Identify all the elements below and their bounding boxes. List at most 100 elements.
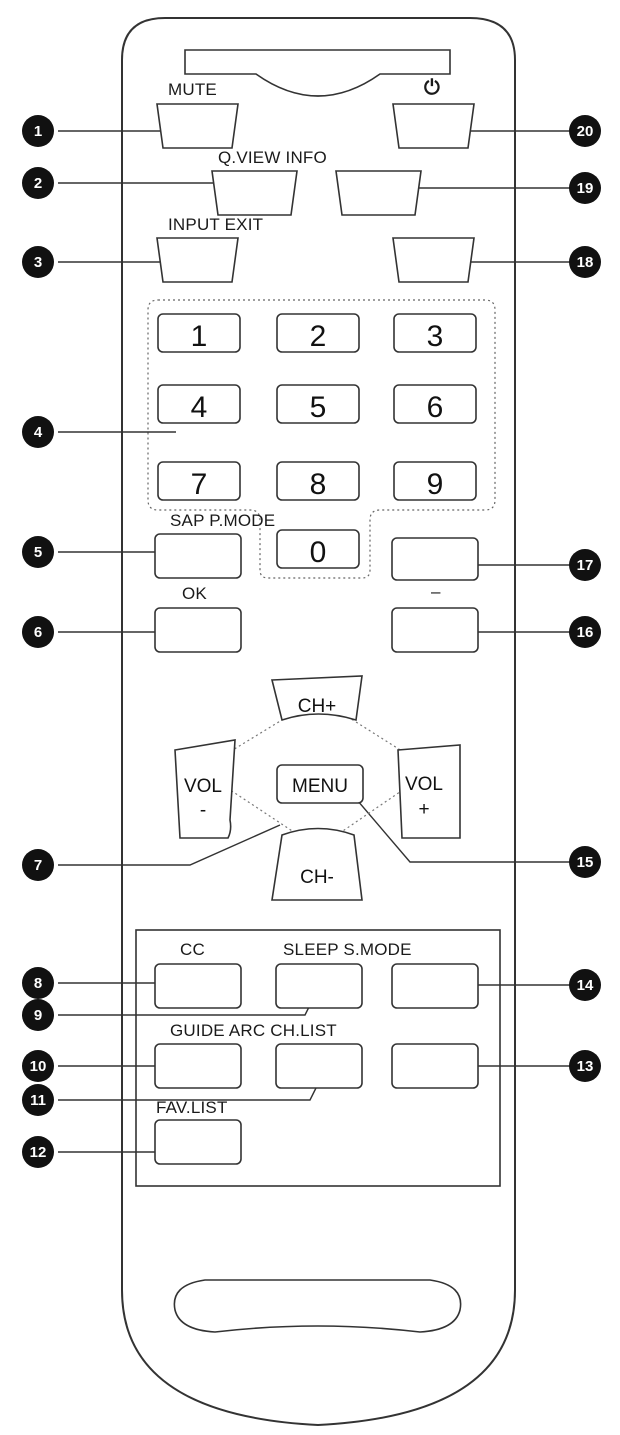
smode-button[interactable] xyxy=(391,963,479,1009)
callout-11 xyxy=(22,1084,54,1116)
guide-button[interactable] xyxy=(154,1043,242,1089)
callout-10-label: 10 xyxy=(30,1058,47,1075)
key-3-label: 3 xyxy=(427,320,444,353)
callout-5-label: 5 xyxy=(34,544,42,561)
menu-button[interactable] xyxy=(276,764,364,804)
callout-16-label: 16 xyxy=(577,624,594,641)
guide-arc-chlist-label: GUIDE ARC CH.LIST xyxy=(170,1021,337,1040)
callout-6-label: 6 xyxy=(34,624,42,641)
callout-17 xyxy=(569,549,601,581)
numpad-region xyxy=(147,299,496,579)
vol-plus-label-top: VOL xyxy=(405,774,443,795)
key-7[interactable] xyxy=(157,461,241,501)
key-0-label: 0 xyxy=(310,536,327,569)
function-region xyxy=(135,929,501,1187)
callout-5 xyxy=(22,536,54,568)
chlist-button[interactable] xyxy=(391,1043,479,1089)
callout-6 xyxy=(22,616,54,648)
key-9-label: 9 xyxy=(427,468,444,501)
key-8-label: 8 xyxy=(310,468,327,501)
callout-4-label: 4 xyxy=(34,424,43,441)
numpad xyxy=(157,313,477,569)
mute-button[interactable] xyxy=(156,103,239,149)
info-button[interactable] xyxy=(335,170,422,216)
callout-12-label: 12 xyxy=(30,1144,47,1161)
callout-15 xyxy=(569,846,601,878)
key-9[interactable] xyxy=(393,461,477,501)
key-8[interactable] xyxy=(276,461,360,501)
callout-2 xyxy=(22,167,54,199)
callout-7-label: 7 xyxy=(34,857,42,874)
qview-info-label: Q.VIEW INFO xyxy=(218,148,327,167)
ch-down-button[interactable] xyxy=(271,827,363,901)
power-button[interactable] xyxy=(392,103,475,149)
key-2-label: 2 xyxy=(310,320,327,353)
sap-pmode-label: SAP P.MODE xyxy=(170,511,276,530)
mute-label: MUTE xyxy=(168,80,217,99)
sap-button[interactable] xyxy=(154,533,242,579)
power-icon: ⏻ xyxy=(424,77,441,99)
callout-2-label: 2 xyxy=(34,175,42,192)
key-1-label: 1 xyxy=(191,320,208,353)
key-6-label: 6 xyxy=(427,391,444,424)
exit-button[interactable] xyxy=(392,237,475,283)
cc-label: CC xyxy=(180,940,205,959)
qview-button[interactable] xyxy=(211,170,298,216)
key-5-label: 5 xyxy=(310,391,327,424)
callouts-left xyxy=(22,115,54,1168)
callout-8-label: 8 xyxy=(34,975,42,992)
callout-13-label: 13 xyxy=(577,1058,594,1075)
callout-3-label: 3 xyxy=(34,254,42,271)
cc-button[interactable] xyxy=(154,963,242,1009)
callout-4 xyxy=(22,416,54,448)
key-4-label: 4 xyxy=(191,391,208,424)
callout-16 xyxy=(569,616,601,648)
bottom-grip xyxy=(173,1279,462,1333)
key-2[interactable] xyxy=(276,313,360,353)
arc-button[interactable] xyxy=(275,1043,363,1089)
key-3[interactable] xyxy=(393,313,477,353)
ok-button[interactable] xyxy=(154,607,242,653)
ch-up-label: CH+ xyxy=(298,696,337,717)
fav-list-label: FAV.LIST xyxy=(156,1098,228,1117)
key-4[interactable] xyxy=(157,384,241,424)
vol-minus-label-top: VOL xyxy=(184,776,222,797)
callout-17-label: 17 xyxy=(577,557,594,574)
vol-minus-label-bottom: - xyxy=(200,800,206,821)
pmode-button[interactable] xyxy=(391,537,479,581)
ch-up-button[interactable] xyxy=(270,675,363,722)
sleep-button[interactable] xyxy=(275,963,363,1009)
menu-label: MENU xyxy=(292,776,348,797)
dash-button[interactable] xyxy=(391,607,479,653)
callout-20 xyxy=(569,115,601,147)
key-1[interactable] xyxy=(157,313,241,353)
callout-8 xyxy=(22,967,54,999)
ok-label: OK xyxy=(182,584,207,603)
vol-minus-button[interactable] xyxy=(174,739,236,839)
vol-plus-button[interactable] xyxy=(397,744,461,839)
callout-13 xyxy=(569,1050,601,1082)
key-6[interactable] xyxy=(393,384,477,424)
dash-label: – xyxy=(431,582,441,601)
dpad-diamond xyxy=(198,697,434,849)
callout-9 xyxy=(22,999,54,1031)
key-7-label: 7 xyxy=(191,468,208,501)
callout-7 xyxy=(22,849,54,881)
key-0[interactable] xyxy=(276,529,360,569)
callout-3 xyxy=(22,246,54,278)
input-button[interactable] xyxy=(156,237,239,283)
callout-9-label: 9 xyxy=(34,1007,42,1024)
callout-19-label: 19 xyxy=(577,180,594,197)
ir-window xyxy=(184,49,451,97)
callout-19 xyxy=(569,172,601,204)
callout-15-label: 15 xyxy=(577,854,594,871)
callout-14-label: 14 xyxy=(577,977,594,994)
favlist-button[interactable] xyxy=(154,1119,242,1165)
callout-14 xyxy=(569,969,601,1001)
ch-down-label: CH- xyxy=(300,867,334,888)
callout-18 xyxy=(569,246,601,278)
sleep-smode-label: SLEEP S.MODE xyxy=(283,940,412,959)
key-5[interactable] xyxy=(276,384,360,424)
